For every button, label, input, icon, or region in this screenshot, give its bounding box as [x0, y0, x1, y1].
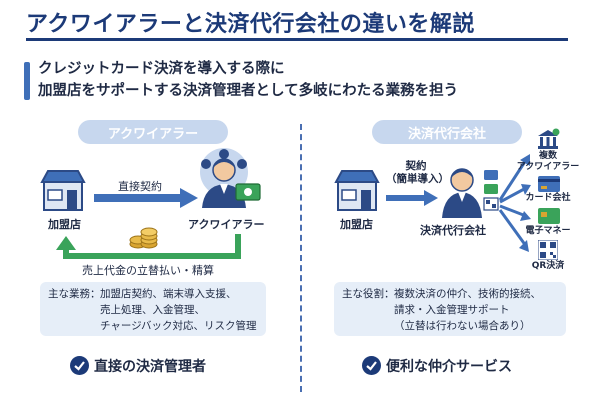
left-footer: 直接の決済管理者 [94, 359, 206, 375]
left-store-label: 加盟店 [48, 218, 81, 231]
settlement-label: 売上代金の立替払い・精算 [82, 264, 214, 277]
psp-header: 決済代行会社 [372, 120, 522, 144]
duties-label: 主な業務： [48, 288, 101, 300]
coins-icon [129, 227, 158, 249]
title-underline [26, 38, 568, 41]
service-label-acquirers: 複数アクワイアラー [516, 151, 580, 172]
psp-person-icon [442, 168, 499, 218]
roles-list: 複数決済の仲介、技術的接続、 請求・入金管理サポート （立替は行わない場合あり） [394, 286, 541, 334]
duty-line: チャージバック対応、リスク管理 [100, 320, 257, 332]
ic-card-icon [538, 208, 560, 224]
acquirer-person-icon [200, 148, 261, 208]
contract-arrow [386, 190, 438, 206]
settlement-arrow [56, 234, 241, 259]
right-footer: 便利な仲介サービス [386, 359, 512, 375]
page-title: アクワイアラーと決済代行会社の違いを解説 [26, 12, 475, 37]
psp-roles-box [334, 282, 566, 336]
roles-label: 主な役割： [342, 288, 395, 300]
fanout-arrows [498, 154, 531, 252]
acquirer-header: アクワイアラー [78, 120, 228, 144]
subtitle-line-2: 加盟店をサポートする決済管理者として多岐にわたる業務を担う [38, 83, 459, 99]
contract-line-1: 契約 [405, 160, 427, 172]
subtitle-line-1: クレジットカード決済を導入する際に [38, 61, 285, 77]
service-label-qr: QR決済 [531, 261, 565, 271]
role-line: （立替は行わない場合あり） [394, 320, 531, 332]
qr-code-icon [538, 240, 558, 260]
duty-line: 加盟店契約、端末導入支援、 [100, 288, 237, 300]
role-line: 複数決済の仲介、技術的接続、 [394, 288, 541, 300]
duties-list: 加盟店契約、端末導入支援、 売上処理、入金管理、 チャージバック対応、リスク管理 [100, 286, 257, 334]
check-icon [362, 356, 381, 375]
acquirer-label: アクワイアラー [188, 218, 265, 231]
direct-contract-label: 直接契約 [118, 180, 162, 193]
role-line: 請求・入金管理サポート [394, 304, 510, 316]
right-store-label: 加盟店 [340, 218, 373, 231]
column-divider [300, 124, 302, 392]
store-icon [334, 170, 380, 211]
service-label-card: カード会社 [525, 193, 571, 203]
duty-line: 売上処理、入金管理、 [100, 304, 205, 316]
acquirer-duties-box [40, 282, 266, 336]
store-icon [40, 170, 86, 211]
check-icon [70, 356, 89, 375]
psp-label: 決済代行会社 [420, 224, 486, 237]
credit-card-icon [538, 176, 560, 192]
contract-line-2: （簡単導入） [386, 173, 449, 185]
contract-label: 契約 （簡単導入） [386, 160, 449, 186]
bank-gear-icon [538, 128, 560, 149]
direct-contract-arrow [94, 188, 198, 208]
subtitle: クレジットカード決済を導入する際に 加盟店をサポートする決済管理者として多岐にわ… [38, 58, 458, 102]
service-label-emoney: 電子マネー [525, 226, 571, 236]
subtitle-accent-bar [24, 62, 30, 100]
